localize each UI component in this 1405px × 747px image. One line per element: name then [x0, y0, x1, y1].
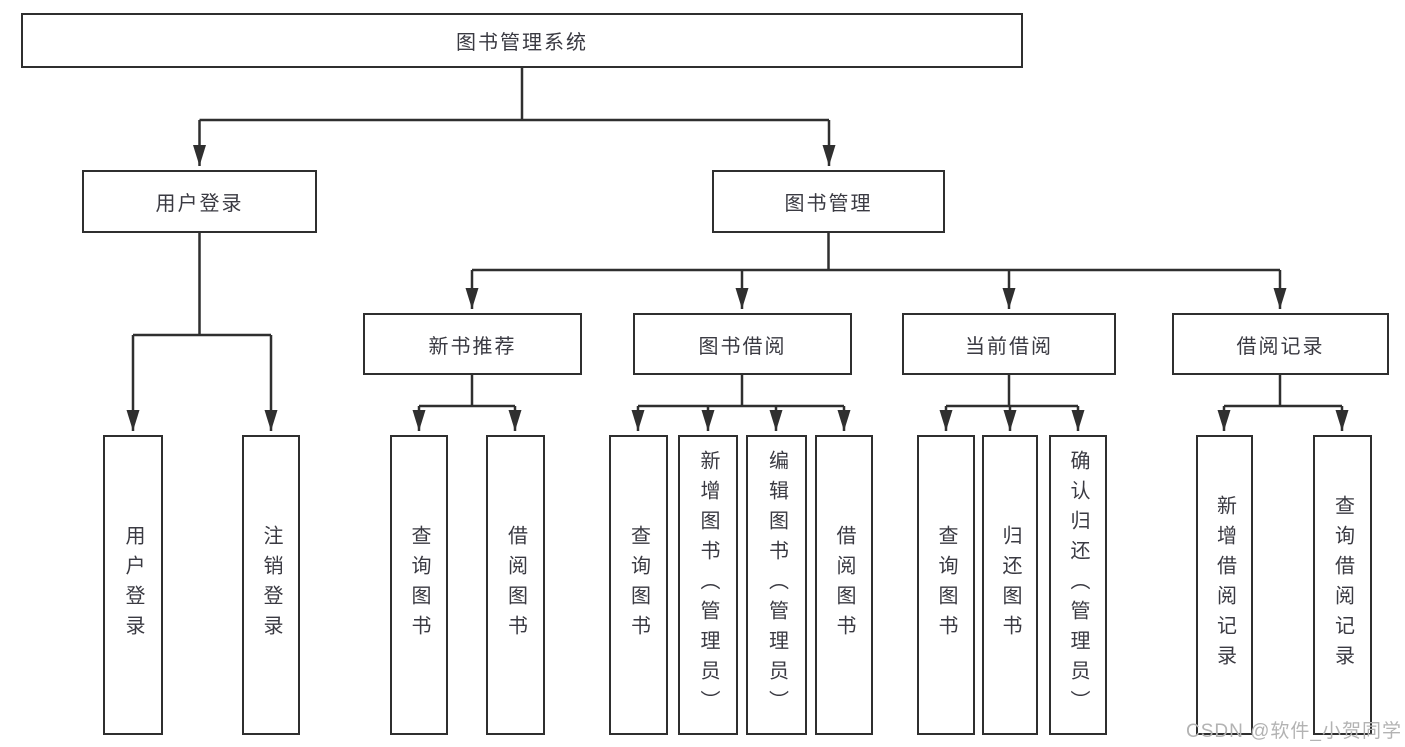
leaf-edit-book-admin: 编辑图书（管理员）	[746, 435, 807, 735]
leaf-borrow-books-recommend: 借阅图书	[486, 435, 545, 735]
leaf-query-borrow-record: 查询借阅记录	[1313, 435, 1372, 735]
leaf-add-borrow-record: 新增借阅记录	[1196, 435, 1253, 735]
node-library-management-system: 图书管理系统	[21, 13, 1023, 68]
leaf-confirm-return-admin: 确认归还（管理员）	[1049, 435, 1107, 735]
node-new-book-recommendation: 新书推荐	[363, 313, 582, 375]
node-user-login: 用户登录	[82, 170, 317, 233]
node-book-borrowing: 图书借阅	[633, 313, 852, 375]
leaf-return-books: 归还图书	[982, 435, 1038, 735]
leaf-logout: 注销登录	[242, 435, 300, 735]
csdn-watermark: CSDN @软件_小贺同学	[1186, 721, 1402, 742]
leaf-query-books-borrow: 查询图书	[609, 435, 668, 735]
node-book-management: 图书管理	[712, 170, 945, 233]
leaf-add-book-admin: 新增图书（管理员）	[678, 435, 738, 735]
leaf-user-login: 用户登录	[103, 435, 163, 735]
leaf-query-books-recommend: 查询图书	[390, 435, 448, 735]
node-current-borrowing: 当前借阅	[902, 313, 1116, 375]
leaf-borrow-books: 借阅图书	[815, 435, 873, 735]
node-borrowing-records: 借阅记录	[1172, 313, 1389, 375]
leaf-query-books-current: 查询图书	[917, 435, 975, 735]
